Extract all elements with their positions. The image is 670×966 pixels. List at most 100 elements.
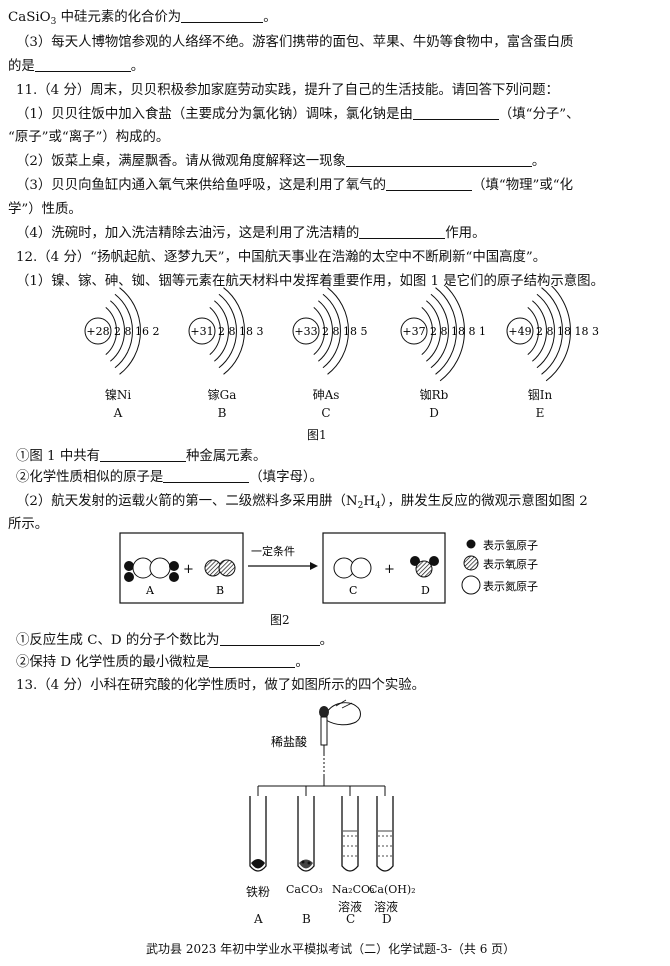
electron-shell xyxy=(105,306,118,356)
element-name-c: 砷As xyxy=(312,388,340,402)
q11-part1: （1）贝贝往饭中加入食盐（主要成分为氯化钠）调味，氯化钠是由（填“分子”、 xyxy=(16,105,580,122)
fig1-caption: 图1 xyxy=(307,428,327,442)
electron-shell xyxy=(532,300,548,362)
nuclear-charge: +37 xyxy=(402,325,425,338)
atom-diagram-d: +37 2 8 18 8 1 xyxy=(400,286,486,382)
legend-oxygen: 表示氧原子 xyxy=(483,557,538,571)
electron-counts: 2 8 18 18 3 xyxy=(536,325,599,338)
answer-blank[interactable] xyxy=(359,224,446,239)
q11-title: 11.（4 分）周末，贝贝积极参加家庭劳动实践，提升了自己的生活技能。请回答下列… xyxy=(16,83,559,98)
nuclear-charge: +33 xyxy=(294,325,317,338)
electron-shell xyxy=(527,306,540,356)
test-tube-b xyxy=(297,796,315,872)
tube-c-reagent: Na₂CO₃ xyxy=(332,883,375,896)
electron-shell xyxy=(322,293,341,369)
molecule-a xyxy=(124,557,179,582)
element-letter-c: C xyxy=(321,406,331,420)
q12-sub3: ①反应生成 C、D 的分子个数比为。 xyxy=(16,631,333,648)
tube-d-solution: 溶液 xyxy=(374,900,399,914)
answer-blank[interactable] xyxy=(100,447,186,462)
experiment-figure: 稀盐酸 xyxy=(249,699,394,872)
electron-shell xyxy=(545,286,571,382)
dropper-tube xyxy=(320,716,328,746)
electron-shell xyxy=(327,287,349,375)
label-b: B xyxy=(216,584,224,597)
electron-shell xyxy=(439,286,465,382)
test-tube-d xyxy=(376,796,394,872)
electron-shell xyxy=(223,287,245,375)
answer-blank[interactable] xyxy=(219,631,320,646)
answer-blank[interactable] xyxy=(163,468,250,483)
electron-shell xyxy=(119,287,141,375)
electron-counts: 2 8 16 2 xyxy=(114,325,159,338)
q12-sub4: ②保持 D 化学性质的最小微粒是。 xyxy=(16,653,309,670)
q10-line1: CaSiO3 中硅元素的化合价为。 xyxy=(8,8,277,27)
dropper-bulb-icon xyxy=(319,706,329,718)
q12-part1: （1）镍、镓、砷、铷、铟等元素在航天材料中发挥着重要作用，如图 1 是它们的原子… xyxy=(16,274,604,289)
q12-sub1: ①图 1 中共有种金属元素。 xyxy=(16,447,267,464)
nucleus xyxy=(188,317,216,345)
label-d: D xyxy=(421,584,430,597)
reagent-label: 稀盐酸 xyxy=(271,734,307,749)
q12-part2-cont: 所示。 xyxy=(8,517,49,532)
legend-hydrogen: 表示氢原子 xyxy=(483,538,538,552)
element-name-a: 镍Ni xyxy=(104,388,132,402)
plus-sign: + xyxy=(384,562,395,577)
electron-counts: 2 8 18 3 xyxy=(218,325,263,338)
plus-sign: + xyxy=(183,562,194,577)
answer-blank[interactable] xyxy=(209,653,296,668)
test-tube-a xyxy=(249,796,267,872)
arrow-head-icon xyxy=(310,562,318,570)
electron-shell xyxy=(536,293,555,369)
q11-part3: （3）贝贝向鱼缸内通入氧气来供给鱼呼吸，这是利用了氧气的（填“物理”或“化 xyxy=(16,176,573,193)
tube-c-letter: C xyxy=(346,912,356,926)
electron-shell xyxy=(110,300,126,362)
electron-shell xyxy=(318,300,334,362)
electron-shell xyxy=(430,293,449,369)
element-name-e: 铟In xyxy=(527,388,553,402)
nucleus xyxy=(506,317,534,345)
page-footer: 武功县 2023 年初中学业水平模拟考试（二）化学试题-3-（共 6 页） xyxy=(146,942,516,956)
electron-shell xyxy=(218,293,237,369)
tube-d-reagent: Ca(OH)₂ xyxy=(369,883,416,896)
nuclear-charge: +31 xyxy=(190,325,213,338)
answer-blank[interactable] xyxy=(345,152,532,167)
electron-shell xyxy=(209,306,222,356)
answer-blank[interactable] xyxy=(386,176,473,191)
element-name-b: 镓Ga xyxy=(207,388,237,402)
label-c: C xyxy=(349,584,357,597)
hydrogen-atom-icon xyxy=(466,539,476,549)
nitrogen-atom-icon xyxy=(461,575,481,595)
element-letter-b: B xyxy=(217,406,227,420)
reaction-micro-diagram: + A B 一定条件 + C D 表示氢原子 表示氧原子 表示氮原子 xyxy=(119,532,538,604)
answer-blank[interactable] xyxy=(412,105,499,120)
q11-part4: （4）洗碗时，加入洗洁精除去油污，这是利用了洗洁精的作用。 xyxy=(16,224,486,241)
answer-blank[interactable] xyxy=(181,8,264,23)
tube-c-solution: 溶液 xyxy=(338,900,363,914)
q10-part3-line2: 的是。 xyxy=(8,57,145,74)
answer-blank[interactable] xyxy=(34,57,131,72)
q13-title: 13.（4 分）小科在研究酸的化学性质时，做了如图所示的四个实验。 xyxy=(16,678,426,693)
nucleus xyxy=(292,317,320,345)
test-tube-c xyxy=(341,796,359,872)
electron-counts: 2 8 18 8 1 xyxy=(430,325,486,338)
q12-sub2: ②化学性质相似的原子是（填字母）。 xyxy=(16,468,323,485)
products-box xyxy=(322,532,446,604)
oxygen-atom-icon xyxy=(463,555,479,571)
legend: 表示氢原子 表示氧原子 表示氮原子 xyxy=(461,538,538,595)
tube-d-letter: D xyxy=(382,912,392,926)
tube-b-letter: B xyxy=(302,912,311,926)
element-letter-d: D xyxy=(429,406,439,420)
element-letter-e: E xyxy=(535,406,545,420)
electron-shell xyxy=(541,287,563,375)
electron-shell xyxy=(214,300,230,362)
atom-diagram-b: +31 2 8 18 3 xyxy=(188,287,263,375)
element-name-d: 铷Rb xyxy=(419,388,449,402)
condition-text: 一定条件 xyxy=(251,544,295,558)
q10-part3-line1: （3）每天人博物馆参观的人络绎不绝。游客们携带的面包、苹果、牛奶等食物中，富含蛋… xyxy=(16,35,574,50)
electron-shell xyxy=(313,306,326,356)
